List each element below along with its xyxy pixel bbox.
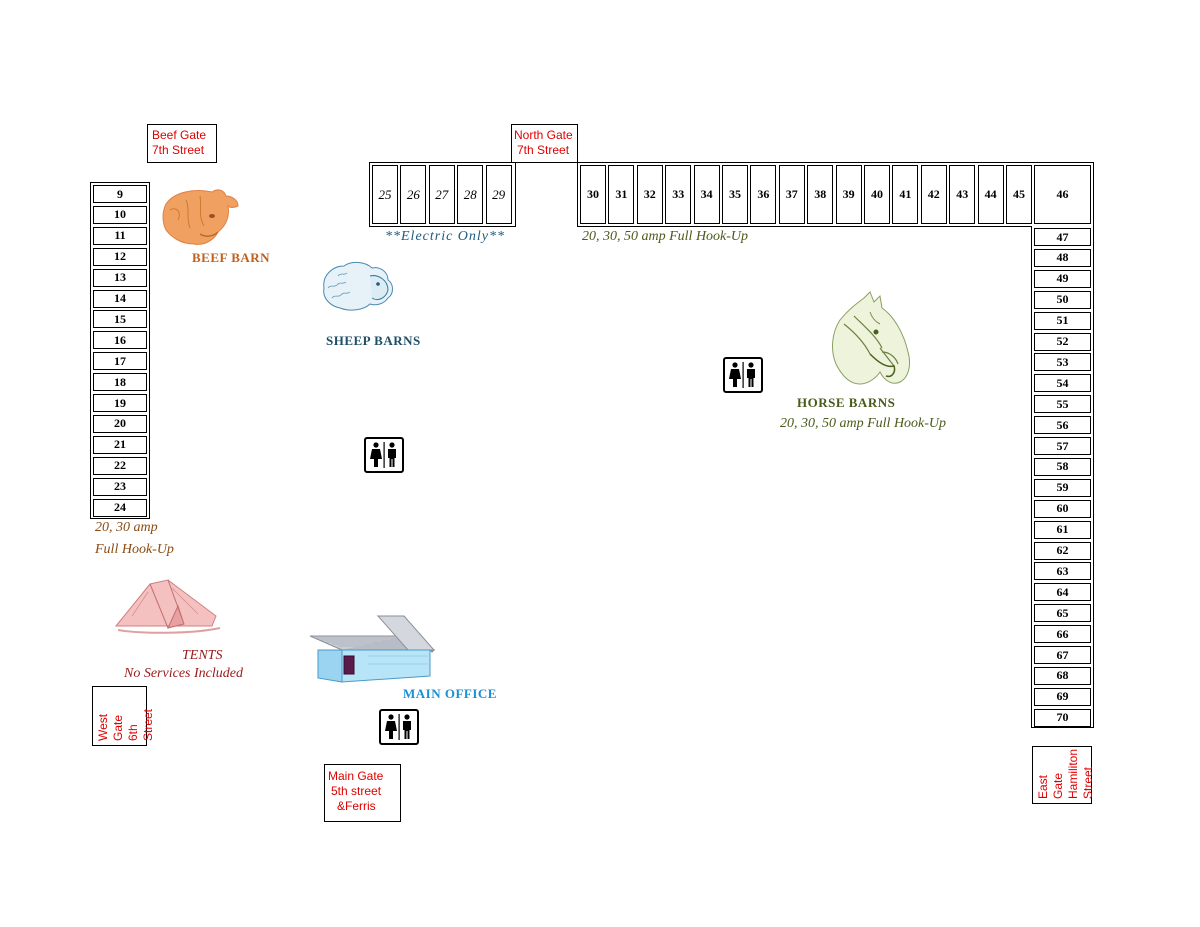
gate-line: &Ferris — [337, 799, 376, 813]
campsite-33: 33 — [665, 165, 692, 224]
campsite-56: 56 — [1034, 416, 1091, 435]
campsite-13: 13 — [93, 268, 147, 287]
campsite-47: 47 — [1034, 228, 1091, 246]
campsite-37: 37 — [778, 165, 805, 224]
campsite-66: 66 — [1034, 625, 1091, 644]
campsite-14: 14 — [93, 289, 147, 308]
office-building-icon — [309, 615, 436, 683]
campsite-60: 60 — [1034, 499, 1091, 518]
campsite-9: 9 — [93, 185, 147, 203]
gate-line: North Gate — [514, 128, 573, 142]
beef-gate-sign: Beef Gate 7th Street — [147, 124, 217, 163]
campsite-41: 41 — [892, 165, 919, 224]
campsite-21: 21 — [93, 435, 147, 454]
campsite-43: 43 — [949, 165, 976, 224]
gate-line: East Gate — [1036, 772, 1065, 799]
gate-line: 5th street — [331, 784, 382, 798]
campsite-11: 11 — [93, 226, 147, 245]
west-gate-sign: West Gate 6th Street — [92, 686, 155, 746]
gate-line: 7th Street — [517, 143, 570, 157]
gate-line: 6th Street — [126, 708, 155, 741]
electric-only-note: **Electric Only** — [385, 229, 506, 244]
campsite-32: 32 — [636, 165, 663, 224]
campsite-68: 68 — [1034, 666, 1091, 685]
campsite-51: 51 — [1034, 311, 1091, 330]
campsite-29: 29 — [485, 165, 512, 224]
east-site-column — [1031, 226, 1094, 728]
gate-line: Hamiliton — [1066, 748, 1080, 799]
campsite-25: 25 — [372, 165, 398, 224]
cow-icon — [162, 189, 239, 245]
horse-icon — [832, 291, 911, 385]
north-hookup-note: 20, 30, 50 amp Full Hook-Up — [582, 229, 749, 244]
campsite-26: 26 — [400, 165, 427, 224]
main-gate-sign: Main Gate 5th street &Ferris — [324, 764, 401, 822]
campsite-23: 23 — [93, 477, 147, 496]
beef-barn-label: BEEF BARN — [192, 250, 271, 265]
west-hookup-note-line1: 20, 30 amp — [95, 520, 158, 535]
horse-hookup-note: 20, 30, 50 amp Full Hook-Up — [780, 416, 947, 431]
campsite-31: 31 — [608, 165, 635, 224]
campsite-63: 63 — [1034, 562, 1091, 581]
campsite-46: 46 — [1034, 165, 1091, 224]
campsite-62: 62 — [1034, 541, 1091, 560]
gate-line: Beef Gate — [152, 128, 207, 142]
campsite-52: 52 — [1034, 332, 1091, 351]
gate-line: Main Gate — [328, 769, 384, 783]
campsite-17: 17 — [93, 352, 147, 371]
main-office-label: MAIN OFFICE — [403, 686, 497, 701]
campsite-39: 39 — [835, 165, 862, 224]
campsite-49: 49 — [1034, 269, 1091, 288]
campsite-40: 40 — [864, 165, 890, 224]
campsite-22: 22 — [93, 456, 147, 475]
campsite-15: 15 — [93, 310, 147, 329]
campsite-30: 30 — [580, 165, 606, 224]
restroom-icon — [723, 357, 763, 393]
campsite-65: 65 — [1034, 604, 1091, 623]
campsite-70: 70 — [1034, 708, 1091, 727]
campsite-19: 19 — [93, 394, 147, 412]
restroom-icon — [364, 437, 404, 473]
campsite-61: 61 — [1034, 520, 1091, 539]
campsite-67: 67 — [1034, 646, 1091, 664]
campsite-55: 55 — [1034, 395, 1091, 414]
tents-label: TENTS — [182, 648, 223, 663]
campsite-10: 10 — [93, 205, 147, 224]
west-hookup-note-line2: Full Hook-Up — [95, 542, 174, 557]
campsite-64: 64 — [1034, 583, 1091, 602]
gate-line: Street — [1081, 766, 1095, 799]
campsite-12: 12 — [93, 247, 147, 266]
horse-barns-label: HORSE BARNS — [797, 395, 896, 410]
campsite-38: 38 — [807, 165, 834, 224]
campsite-27: 27 — [428, 165, 455, 224]
sheep-icon — [323, 261, 393, 311]
campsite-54: 54 — [1034, 374, 1091, 393]
tents-note: No Services Included — [124, 666, 243, 681]
campsite-18: 18 — [93, 373, 147, 392]
east-gate-sign: East Gate Hamiliton Street — [1032, 746, 1095, 804]
campsite-45: 45 — [1006, 165, 1032, 224]
campsite-36: 36 — [750, 165, 777, 224]
campsite-69: 69 — [1034, 687, 1091, 706]
campsite-53: 53 — [1034, 353, 1091, 372]
campsite-50: 50 — [1034, 290, 1091, 309]
north-gate-sign: North Gate 7th Street — [511, 124, 578, 163]
campsite-57: 57 — [1034, 437, 1091, 455]
campsite-44: 44 — [977, 165, 1004, 224]
restroom-icon — [379, 709, 419, 745]
campsite-42: 42 — [920, 165, 947, 224]
campsite-20: 20 — [93, 414, 147, 433]
campsite-28: 28 — [457, 165, 484, 224]
campsite-58: 58 — [1034, 457, 1091, 476]
campsite-16: 16 — [93, 331, 147, 350]
tent-icon — [114, 579, 221, 634]
gate-line: West Gate — [96, 713, 125, 741]
campsite-24: 24 — [93, 498, 147, 517]
campsite-59: 59 — [1034, 478, 1091, 497]
campsite-35: 35 — [722, 165, 748, 224]
sheep-barns-label: SHEEP BARNS — [326, 333, 421, 348]
campsite-48: 48 — [1034, 248, 1091, 267]
campsite-34: 34 — [693, 165, 720, 224]
gate-line: 7th Street — [152, 143, 205, 157]
